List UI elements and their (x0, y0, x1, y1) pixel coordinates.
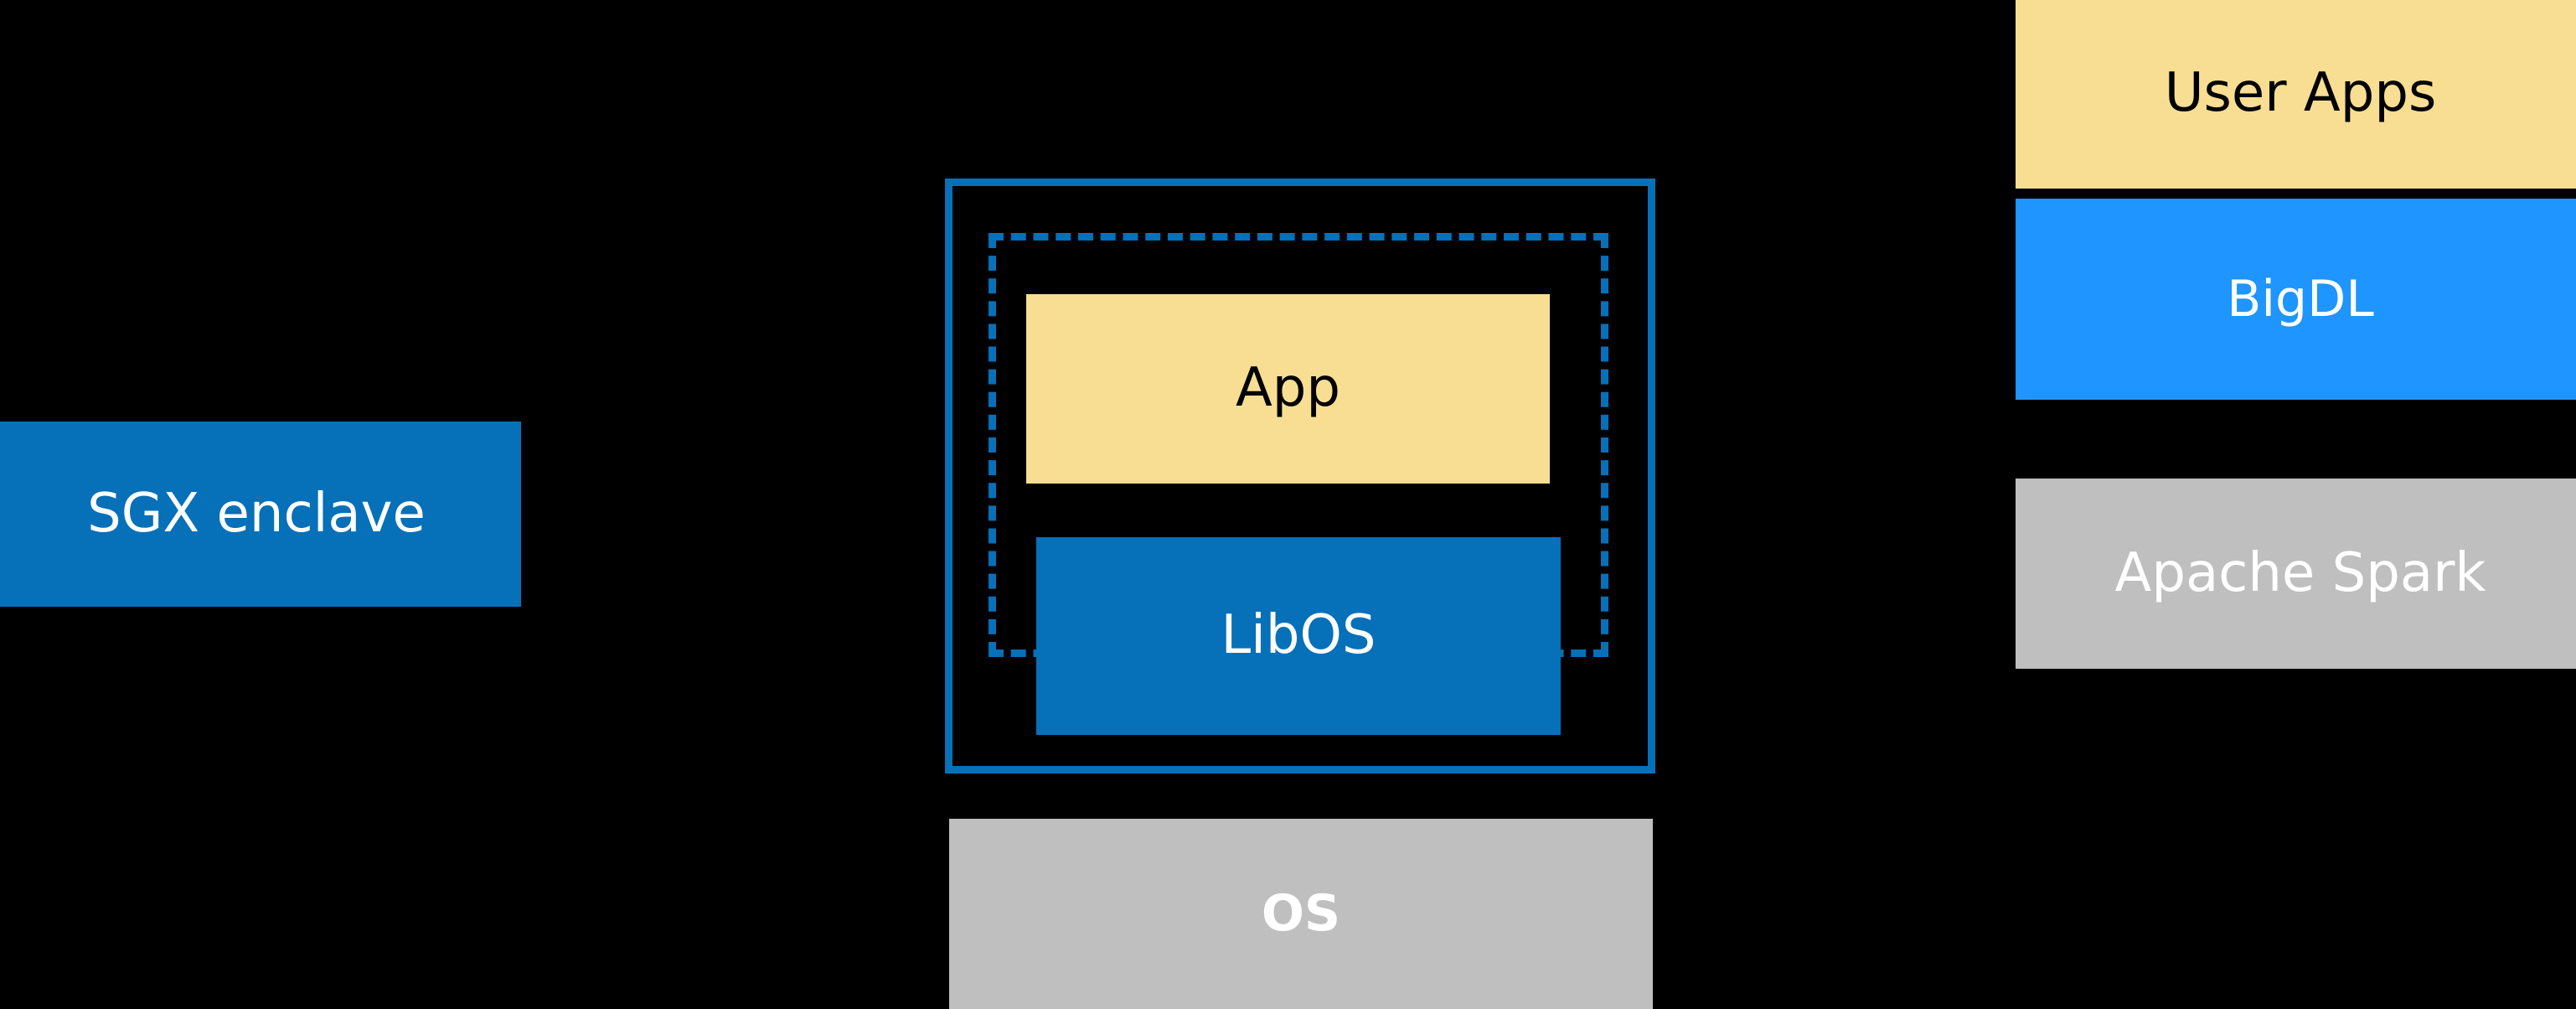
user-apps-box[interactable]: User Apps (2016, 0, 2576, 189)
libos-label: LibOS (1221, 604, 1376, 667)
sgx-enclave-label: SGX enclave (87, 482, 426, 545)
apache-spark-box[interactable]: Apache Spark (2016, 479, 2576, 669)
app-label: App (1235, 357, 1341, 420)
user-apps-label: User Apps (2164, 61, 2437, 124)
app-box[interactable]: App (1026, 294, 1550, 484)
apache-spark-label: Apache Spark (2114, 541, 2486, 604)
os-label: OS (1261, 884, 1341, 943)
connector-sgx-to-enclave (513, 505, 945, 522)
os-box[interactable]: OS (949, 819, 1653, 1009)
bigdl-label: BigDL (2227, 269, 2374, 329)
libos-box[interactable]: LibOS (1036, 537, 1561, 735)
bigdl-box[interactable]: BigDL (2016, 199, 2576, 400)
sgx-enclave-box[interactable]: SGX enclave (0, 422, 521, 607)
solid-enclave-boundary (945, 179, 1655, 774)
